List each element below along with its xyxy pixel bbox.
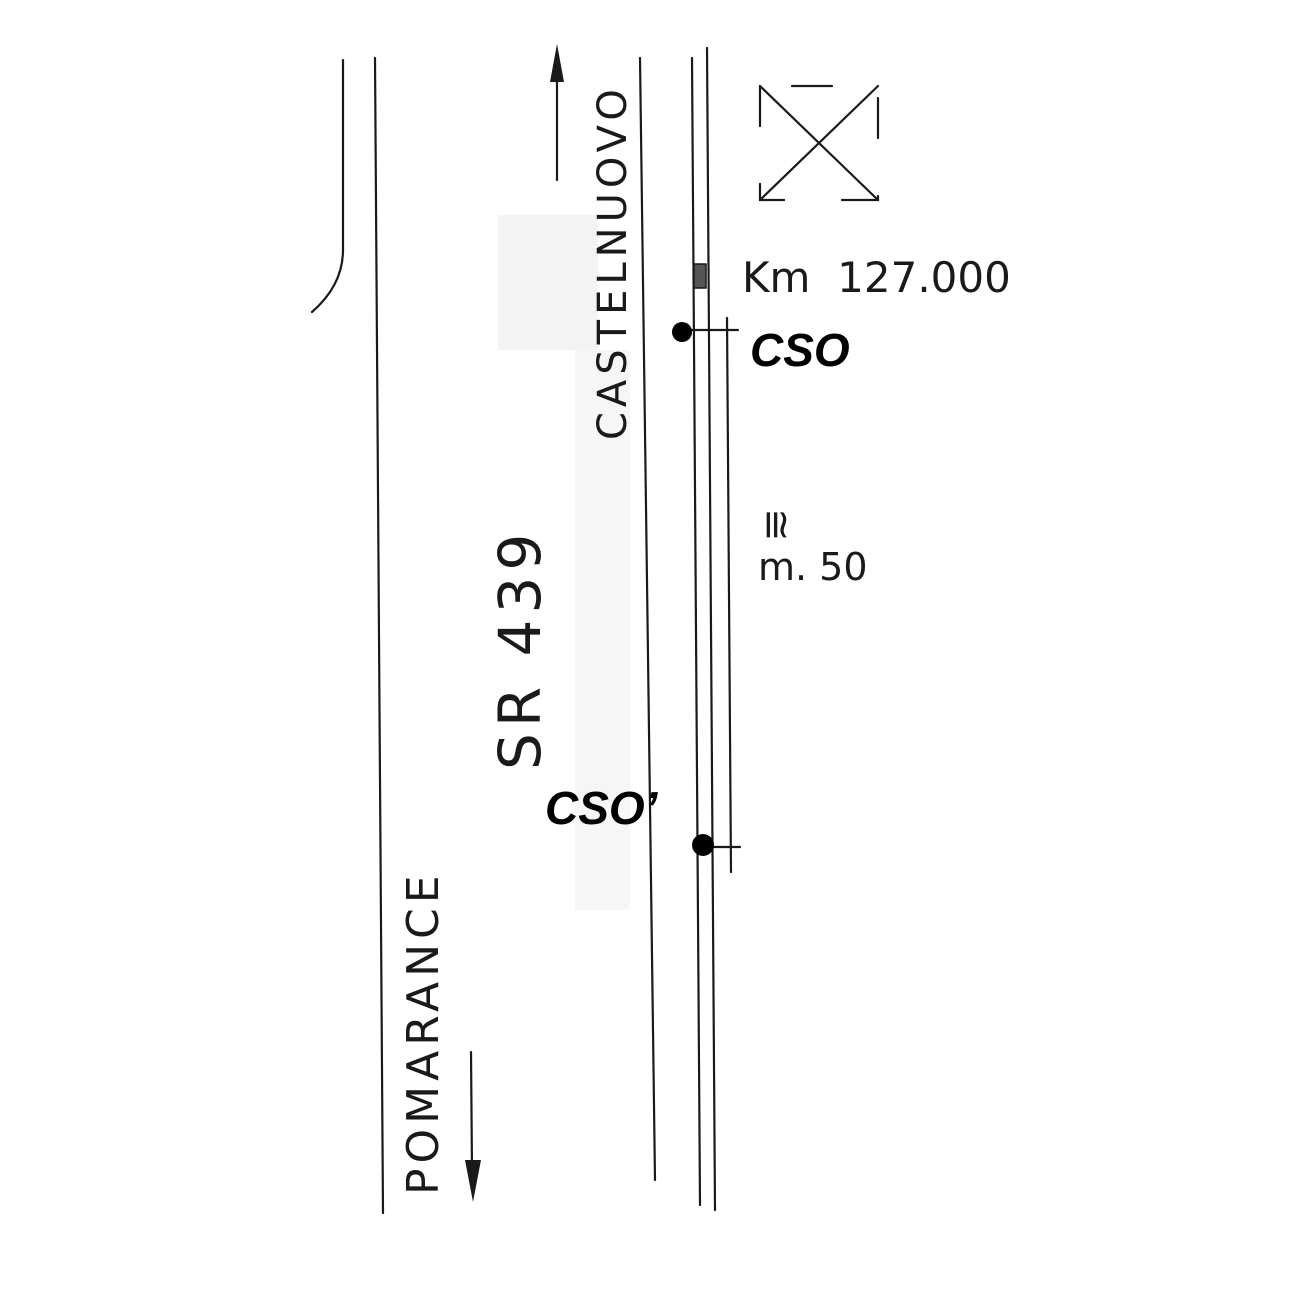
point-a-label: CSO [750,324,850,376]
rail-line-2 [705,46,717,1212]
south-arrow-icon [465,1050,481,1202]
point-marker-icon [672,322,692,342]
distance-label: m. 50 [758,545,868,589]
direction-south-label: POMARANCE [398,870,449,1195]
distance-symbol: ≅ [753,508,799,542]
km-marker-label: Km 127.000 [742,253,1011,302]
side-road-curve [310,58,345,314]
rail-line-1 [690,56,702,1207]
road-name-label: SR 439 [486,528,554,770]
scan-smudge [498,215,598,350]
road-edge-right [638,56,657,1182]
dimension-line [725,316,733,874]
building-icon [758,84,880,202]
north-arrow-icon [550,44,564,182]
road-edge-left [373,56,385,1215]
direction-north-label: CASTELNUOVO [590,84,636,440]
point-marker-icon [692,834,714,856]
km-marker-post [693,263,707,289]
scan-smudge [575,350,630,910]
point-b-label: CSO’ [545,782,659,834]
